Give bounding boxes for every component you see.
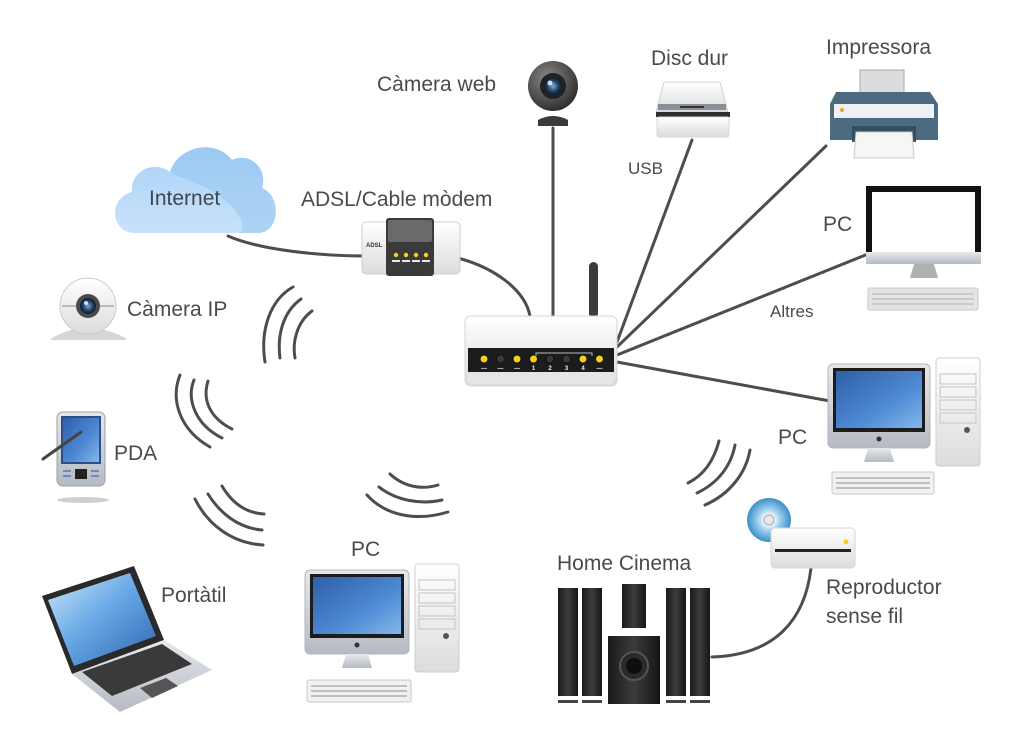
router-port-led — [496, 354, 505, 364]
link-monitor-router — [615, 252, 870, 357]
router-port-label: 2 — [548, 366, 552, 372]
speakers-icon — [558, 584, 710, 704]
internet-cloud[interactable] — [115, 147, 276, 233]
player-label-line1: Reproductor — [826, 576, 942, 599]
pc-monitor-label: PC — [823, 213, 853, 236]
harddisk-label: Disc dur — [651, 47, 729, 70]
pc-bottom[interactable] — [304, 563, 460, 703]
wireless-player[interactable] — [747, 498, 856, 569]
modem-device-text: ADSL — [366, 243, 383, 249]
laptop-label: Portàtil — [161, 584, 227, 607]
pda-label: PDA — [114, 442, 158, 465]
link-harddisk-router — [615, 138, 694, 344]
router-port-label: — — [498, 366, 504, 372]
router-port-led — [545, 354, 555, 364]
wireless-signals — [174, 285, 752, 547]
router-ports: — — — 1 2 3 4 — — [479, 354, 604, 372]
router-port-led — [529, 354, 538, 364]
wireless-arcs-pda — [174, 373, 234, 449]
router[interactable]: — — — 1 2 3 4 — — [464, 262, 618, 387]
link-pc-right-router — [615, 360, 832, 403]
ipcam-label: Càmera IP — [127, 298, 228, 321]
link-modem-router — [456, 256, 532, 318]
router-port-led — [512, 354, 522, 364]
home-cinema-label: Home Cinema — [557, 552, 692, 575]
home-cinema[interactable] — [558, 584, 710, 704]
pc-right-label: PC — [778, 426, 808, 449]
printer[interactable] — [830, 69, 938, 159]
usb-edge-label: USB — [628, 159, 663, 178]
player-label-line2: sense fil — [826, 605, 904, 628]
ip-camera[interactable] — [50, 277, 126, 340]
modem-label: ADSL/Cable mòdem — [301, 188, 493, 211]
stylus-icon — [41, 430, 83, 461]
modem[interactable]: ADSL — [361, 218, 461, 276]
router-icon — [464, 315, 618, 387]
router-port-label: 1 — [532, 366, 536, 372]
pc-monitor[interactable] — [866, 186, 981, 311]
links — [226, 126, 870, 659]
wireless-arcs-pc-bottom — [365, 472, 450, 519]
router-port-label: — — [514, 366, 520, 372]
pda[interactable] — [41, 411, 109, 503]
router-port-led — [562, 354, 571, 364]
pc-right[interactable] — [827, 357, 981, 495]
printer-label: Impressora — [826, 36, 932, 59]
webcam-label: Càmera web — [377, 73, 497, 96]
router-port-label: 3 — [565, 366, 569, 372]
modem-leds — [393, 252, 429, 258]
link-player-home-cinema — [710, 566, 813, 659]
router-port-label: — — [597, 366, 603, 372]
cloud-icon — [115, 147, 276, 233]
router-port-label: 4 — [581, 366, 585, 372]
link-internet-modem — [226, 234, 368, 258]
others-edge-label: Altres — [770, 302, 814, 321]
pc-bottom-label: PC — [351, 538, 381, 561]
router-antenna — [589, 262, 598, 318]
link-printer-router — [615, 144, 828, 349]
wireless-arcs-laptop — [193, 484, 266, 547]
wireless-player-icon — [770, 527, 856, 569]
laptop[interactable] — [42, 566, 212, 712]
hard-disk[interactable] — [655, 81, 730, 138]
webcam[interactable] — [528, 61, 578, 126]
router-port-led — [578, 354, 588, 364]
router-port-label: — — [481, 366, 487, 372]
router-port-led — [595, 354, 604, 364]
wireless-arcs-player — [686, 439, 752, 507]
wireless-arcs-ipcam — [262, 285, 314, 364]
router-port-led — [479, 354, 489, 364]
internet-label: Internet — [149, 187, 221, 210]
